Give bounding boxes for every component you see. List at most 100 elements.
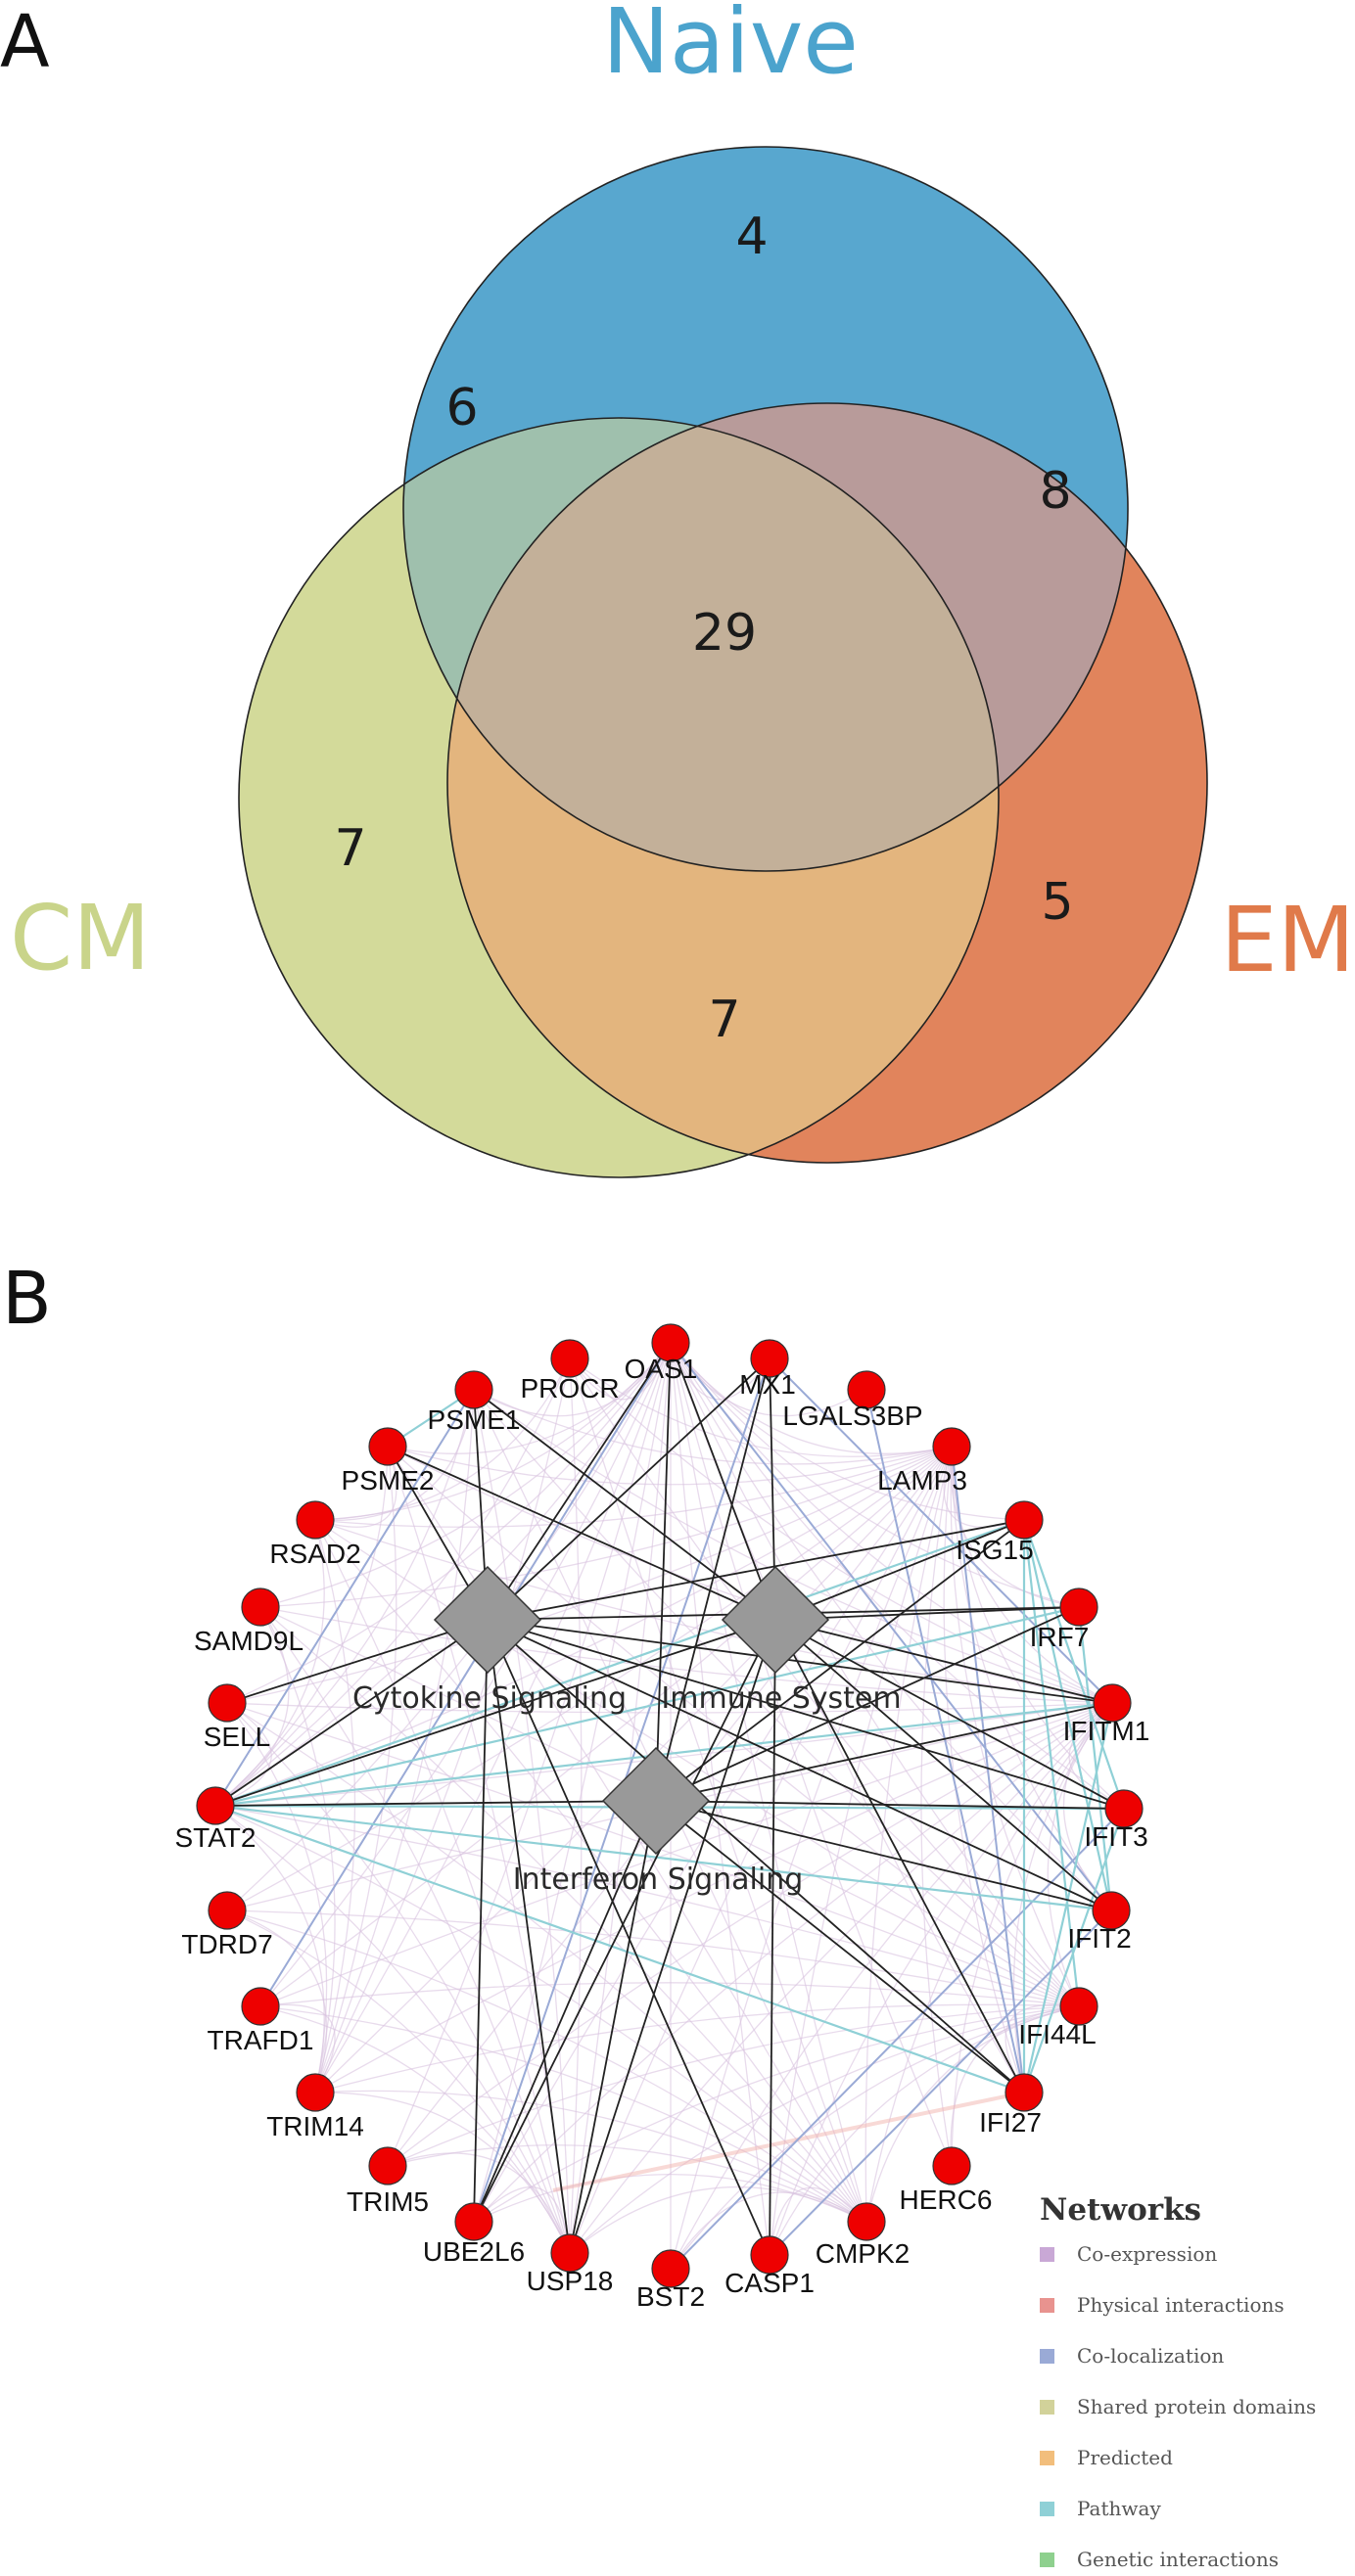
coexpression-edge [569, 1702, 1113, 2254]
coexpression-edge [259, 2005, 571, 2254]
gene-node-casp1[interactable]: CASP1 [724, 2235, 815, 2298]
gene-node-procr[interactable]: PROCR [520, 1339, 620, 1403]
gene-label: IFI44L [1018, 2019, 1096, 2049]
gene-node-oas1[interactable]: OAS1 [625, 1323, 698, 1384]
legend-swatch [1040, 2400, 1054, 2415]
gene-node-bst2[interactable]: BST2 [636, 2249, 705, 2312]
legend-swatch [1040, 2247, 1054, 2262]
pathway-node-immune[interactable]: Immune System [661, 1565, 902, 1716]
legend-item-label: Co-localization [1077, 2344, 1224, 2368]
gene-node-trim14[interactable]: TRIM14 [266, 2073, 364, 2141]
coexpression-edge [214, 1702, 272, 1807]
pathway-edge [214, 1804, 1112, 1912]
gene-node-ifi44l[interactable]: IFI44L [1018, 1987, 1098, 2049]
gene-node-circle [368, 1427, 407, 1466]
hub-edge-interferon [569, 1800, 657, 2254]
gene-node-herc6[interactable]: HERC6 [900, 2146, 993, 2215]
venn-outline-cm [238, 417, 1000, 1178]
gene-node-trim5[interactable]: TRIM5 [347, 2146, 429, 2217]
gene-node-isg15[interactable]: ISG15 [956, 1500, 1044, 1565]
coexpression-edge [259, 1982, 1080, 2007]
gene-label: IFIT2 [1067, 1923, 1131, 1954]
gene-label: RSAD2 [269, 1539, 360, 1569]
colocalization-edge [769, 1357, 1113, 1704]
venn-count-naive-em: 8 [1039, 462, 1071, 521]
hub-edge-cytokine [487, 1619, 571, 2254]
gene-label: TRAFD1 [208, 2025, 314, 2055]
gene-node-ifi27[interactable]: IFI27 [979, 2073, 1044, 2138]
gene-node-stat2[interactable]: STAT2 [175, 1786, 257, 1853]
coexpression-edge [259, 1446, 953, 2007]
coexpression-edge [259, 1606, 571, 2254]
gene-label: PSME1 [428, 1404, 521, 1435]
gene-node-rsad2[interactable]: RSAD2 [269, 1500, 361, 1569]
set-label-cm: CM [10, 886, 151, 990]
coexpression-edge [569, 1357, 1080, 2007]
venn-shapes [238, 146, 1208, 1178]
gene-node-circle [296, 2073, 335, 2112]
hub-edge-cytokine [473, 1619, 489, 2223]
gene-label: UBE2L6 [423, 2236, 525, 2267]
venn-outline-em [446, 402, 1208, 1164]
pathway-edge [214, 1701, 1113, 1808]
gene-node-tdrd7[interactable]: TDRD7 [181, 1891, 273, 1959]
coexpression-edge [259, 1606, 867, 2223]
gene-node-circle [932, 1427, 971, 1466]
gene-node-lamp3[interactable]: LAMP3 [877, 1427, 971, 1495]
venn-count-cm-only: 7 [334, 819, 366, 878]
gene-node-mx1[interactable]: MX1 [739, 1339, 796, 1400]
coexpression-edge [769, 2186, 867, 2256]
gene-label: STAT2 [175, 1822, 257, 1853]
coexpression-edge [569, 1357, 1113, 1704]
coexpression-edge [387, 1446, 1113, 1704]
gene-node-circle [550, 2233, 589, 2273]
pathway-edge [1022, 1702, 1114, 2093]
coexpression-edge [951, 1446, 1112, 1911]
gene-node-psme2[interactable]: PSME2 [342, 1427, 435, 1495]
hub-edge-cytokine [487, 1619, 771, 2256]
hub-edge-immune [774, 1519, 1025, 1621]
legend-swatch [1040, 2451, 1054, 2465]
pathway-edge [1022, 1808, 1126, 2093]
coexpression-edge [670, 1342, 867, 2223]
gene-node-psme1[interactable]: PSME1 [428, 1370, 521, 1435]
coexpression-edge [569, 1357, 867, 2223]
gene-node-cmpk2[interactable]: CMPK2 [816, 2202, 910, 2269]
gene-label: LGALS3BP [782, 1401, 922, 1431]
coexpression-edge [387, 1446, 953, 1486]
pathway-node-cytokine[interactable]: Cytokine Signaling [352, 1565, 627, 1716]
pathway-node-interferon[interactable]: Interferon Signaling [513, 1746, 804, 1897]
legend-item-label: Physical interactions [1077, 2293, 1285, 2317]
legend-swatch [1040, 2502, 1054, 2516]
gene-node-ifit3[interactable]: IFIT3 [1084, 1789, 1148, 1852]
gene-node-ube2l6[interactable]: UBE2L6 [423, 2202, 525, 2267]
coexpression-edge [214, 1446, 389, 1807]
coexpression-edge [214, 1357, 571, 1807]
pathway-edge [214, 1518, 1025, 1808]
coexpression-edge [214, 1805, 571, 2254]
gene-node-trafd1[interactable]: TRAFD1 [208, 1987, 314, 2055]
hub-edge-cytokine [226, 1619, 489, 1704]
gene-label: IFI27 [979, 2107, 1042, 2138]
gene-node-sell[interactable]: SELL [204, 1683, 271, 1752]
gene-label: LAMP3 [877, 1465, 967, 1495]
gene-node-circle [847, 2202, 886, 2241]
hub-edge-immune [774, 1619, 1125, 1810]
hub-edge-interferon [655, 1800, 1112, 1911]
coexpression-edge [864, 1446, 953, 2223]
gene-node-ifitm1[interactable]: IFITM1 [1063, 1683, 1150, 1746]
gene-node-samd9l[interactable]: SAMD9L [194, 1587, 304, 1656]
gene-node-ifit2[interactable]: IFIT2 [1067, 1891, 1132, 1954]
gene-label: SAMD9L [194, 1626, 304, 1656]
hub-edge-interferon [655, 1606, 1080, 1802]
coexpression-edge [670, 2005, 1080, 2270]
hub-edge-immune [473, 1619, 776, 2223]
gene-node-usp18[interactable]: USP18 [527, 2233, 614, 2296]
gene-label: ISG15 [956, 1535, 1033, 1565]
gene-node-lgals3bp[interactable]: LGALS3BP [782, 1370, 923, 1431]
pathway-edge [1022, 1519, 1081, 2007]
gene-node-irf7[interactable]: IRF7 [1030, 1587, 1098, 1652]
gene-node-circle [241, 1587, 280, 1627]
hub-edge-immune [473, 1389, 776, 1621]
